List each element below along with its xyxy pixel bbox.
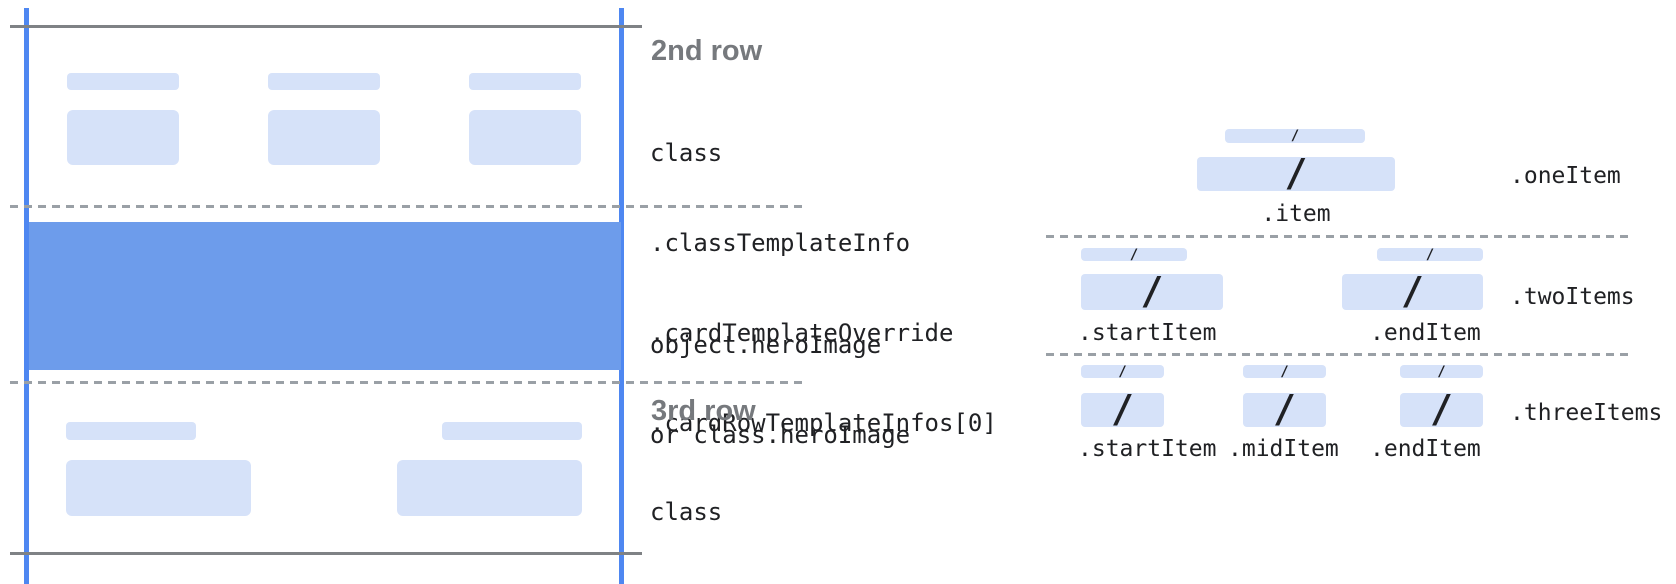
- row2-code-line: class: [650, 139, 723, 167]
- slash-icon: /: [1430, 387, 1453, 431]
- row2-code-line: .cardRowTemplateInfos[0]: [650, 409, 997, 437]
- three-items-end-value-bar: /: [1400, 387, 1483, 431]
- one-item-item-label: .item: [1261, 201, 1331, 227]
- row3-code-line: class: [650, 498, 723, 526]
- two-items-end-label: .endItem: [1370, 320, 1481, 346]
- row2-code-line: .cardTemplateOverride: [650, 319, 954, 347]
- slash-icon: /: [1284, 151, 1308, 195]
- slash-icon: /: [1437, 363, 1446, 380]
- one-item-value-bar: /: [1197, 151, 1395, 195]
- row3-code-block: class .classTemplateInfo .cardTemplateOv…: [650, 437, 997, 584]
- slash-icon: /: [1425, 246, 1435, 263]
- row2-item1-label-bar: [67, 73, 179, 90]
- hero-image-band: [29, 222, 621, 370]
- row2-item2-label-bar: [268, 73, 380, 90]
- three-items-mid-label-bar: /: [1243, 363, 1326, 380]
- three-items-mid-value-bar: /: [1243, 387, 1326, 431]
- slash-icon: /: [1401, 269, 1424, 313]
- one-item-side-label: .oneItem: [1510, 163, 1621, 189]
- three-items-start-value-bar: /: [1081, 387, 1164, 431]
- three-items-mid-label: .midItem: [1228, 436, 1339, 462]
- card-top-line: [10, 25, 642, 28]
- card-bottom-line: [10, 552, 642, 555]
- two-items-end-value-bar: /: [1342, 269, 1483, 313]
- slash-icon: /: [1280, 363, 1289, 380]
- slash-icon: /: [1273, 387, 1296, 431]
- row2-item3-label-bar: [469, 73, 581, 90]
- hero-code-line: object.heroImage: [650, 331, 882, 359]
- two-three-dashed-separator: [1046, 353, 1628, 356]
- row2-code-block: class .classTemplateInfo .cardTemplateOv…: [650, 78, 997, 498]
- card-right-guide-line: [619, 8, 624, 584]
- hero-code-line: or class.heroImage: [650, 421, 911, 449]
- hero-code-block: object.heroImage or class.heroImage: [650, 270, 910, 510]
- one-two-dashed-separator: [1046, 235, 1628, 238]
- two-items-start-value-bar: /: [1081, 269, 1223, 313]
- two-items-start-label: .startItem: [1078, 320, 1217, 346]
- row2-dashed-separator: [10, 205, 802, 208]
- one-item-label-bar: /: [1225, 129, 1365, 143]
- slash-icon: /: [1140, 269, 1164, 313]
- row2-item1-content-box: [67, 110, 179, 165]
- three-items-start-label-bar: /: [1081, 363, 1164, 380]
- slash-icon: /: [1129, 246, 1139, 263]
- slash-icon: /: [1111, 387, 1134, 431]
- row3-item1-label-bar: [66, 422, 196, 440]
- row2-code-line: .classTemplateInfo: [650, 229, 911, 257]
- two-items-end-label-bar: /: [1377, 246, 1483, 263]
- two-items-side-label: .twoItems: [1510, 284, 1635, 310]
- three-items-end-label-bar: /: [1400, 363, 1483, 380]
- two-items-start-label-bar: /: [1081, 246, 1187, 263]
- card-left-guide-line: [24, 8, 29, 584]
- row3-item2-content-box: [397, 460, 582, 516]
- row3-heading: 3rd row: [651, 395, 756, 427]
- row2-heading: 2nd row: [651, 35, 763, 67]
- row3-item1-content-box: [66, 460, 251, 516]
- three-items-end-label: .endItem: [1370, 436, 1481, 462]
- three-items-start-label: .startItem: [1078, 436, 1217, 462]
- slash-icon: /: [1290, 128, 1300, 144]
- hero-dashed-separator: [10, 381, 802, 384]
- row2-item3-content-box: [469, 110, 581, 165]
- three-items-side-label: .threeItems: [1510, 400, 1663, 426]
- slash-icon: /: [1118, 363, 1127, 380]
- row3-item2-label-bar: [442, 422, 582, 440]
- row2-item2-content-box: [268, 110, 380, 165]
